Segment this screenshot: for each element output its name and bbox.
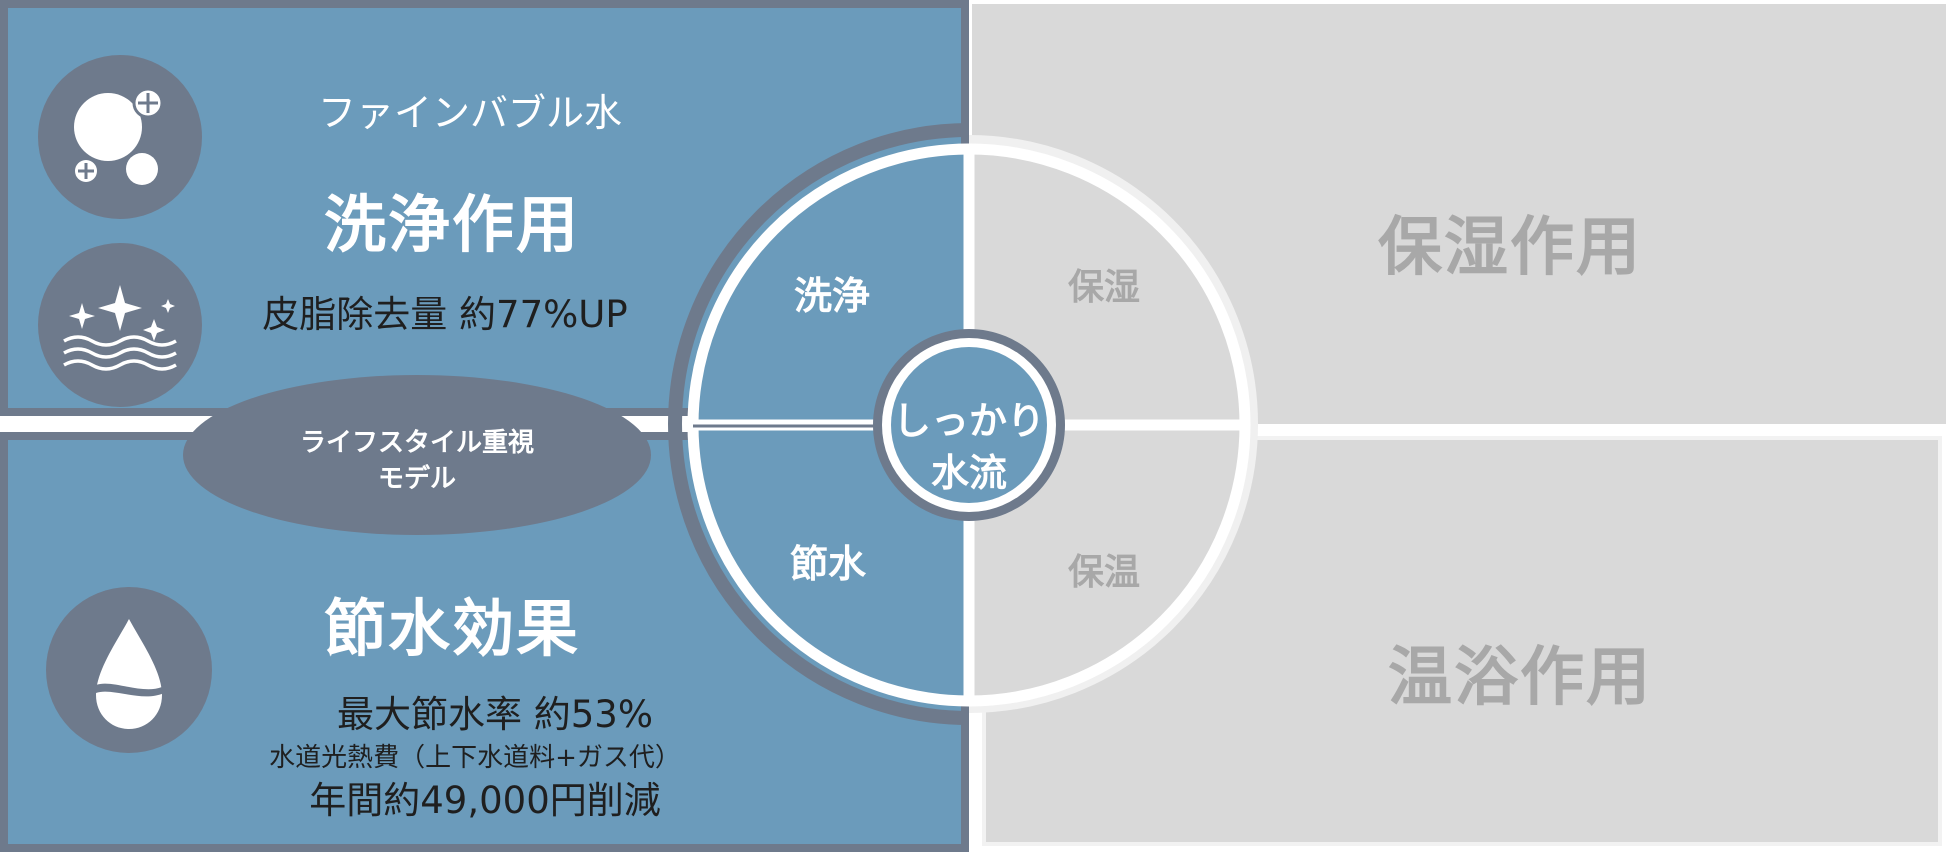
water-drop-icon — [46, 587, 212, 753]
wheel-segment-water-saving: 節水 — [789, 542, 866, 586]
sparkle-wave-icon — [38, 243, 202, 407]
wheel-segment-cleaning: 洗浄 — [793, 274, 870, 318]
wheel-segment-warmth: 保温 — [1067, 552, 1140, 593]
model-badge — [183, 375, 651, 535]
model-badge-line-1: ライフスタイル重視 — [299, 428, 534, 458]
cleaning-title: 洗浄作用 — [323, 188, 580, 261]
wheel-center-line-2: 水流 — [930, 451, 1007, 495]
water-saving-detail-2: 水道光熱費（上下水道料+ガス代） — [269, 743, 681, 773]
water-saving-detail-1: 最大節水率 約53% — [337, 693, 653, 736]
cleaning-subtitle: ファインバブル水 — [317, 91, 622, 135]
wheel-center — [891, 347, 1047, 503]
wheel-segment-moisture: 保湿 — [1067, 267, 1140, 308]
moisture-title: 保湿作用 — [1378, 211, 1642, 285]
water-saving-title: 節水効果 — [323, 592, 580, 665]
wheel-center-line-1: しっかり — [892, 399, 1045, 443]
model-badge-line-2: モデル — [377, 464, 456, 494]
warm-bath-title: 温浴作用 — [1388, 641, 1652, 715]
water-saving-detail-3: 年間約49,000円削減 — [309, 779, 661, 822]
cleaning-detail: 皮脂除去量 約77%UP — [262, 293, 628, 336]
bubbles-icon — [38, 55, 202, 219]
